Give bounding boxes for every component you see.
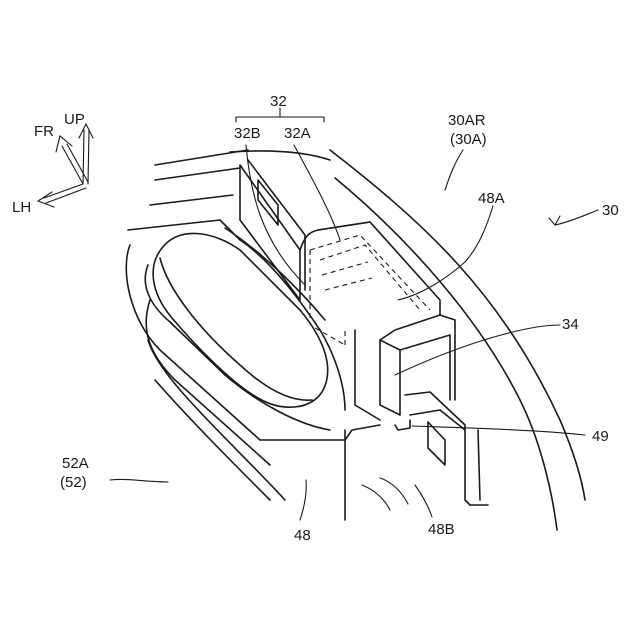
label-49: 49: [592, 428, 609, 445]
label-lh: LH: [12, 199, 31, 216]
label-52: (52): [60, 474, 87, 491]
label-fr: FR: [34, 123, 54, 140]
label-up: UP: [64, 111, 85, 128]
oval-pad: [153, 233, 328, 407]
label-32: 32: [270, 93, 287, 110]
label-30: 30: [602, 202, 619, 219]
block-48a-hidden: [310, 235, 430, 345]
hatch-marks: [362, 478, 408, 510]
bracket-48b: [395, 392, 488, 505]
label-48a: 48A: [478, 190, 505, 207]
labels: UP FR LH 32 32B 32A 30AR (30A) 30 48A 34…: [12, 93, 619, 544]
label-48b: 48B: [428, 521, 455, 538]
label-48: 48: [294, 527, 311, 544]
label-32b: 32B: [234, 125, 261, 142]
label-30a: (30A): [450, 131, 487, 148]
block-34: [318, 222, 455, 420]
label-32a: 32A: [284, 125, 311, 142]
label-52a: 52A: [62, 455, 89, 472]
label-30ar: 30AR: [448, 112, 486, 129]
label-34: 34: [562, 316, 579, 333]
